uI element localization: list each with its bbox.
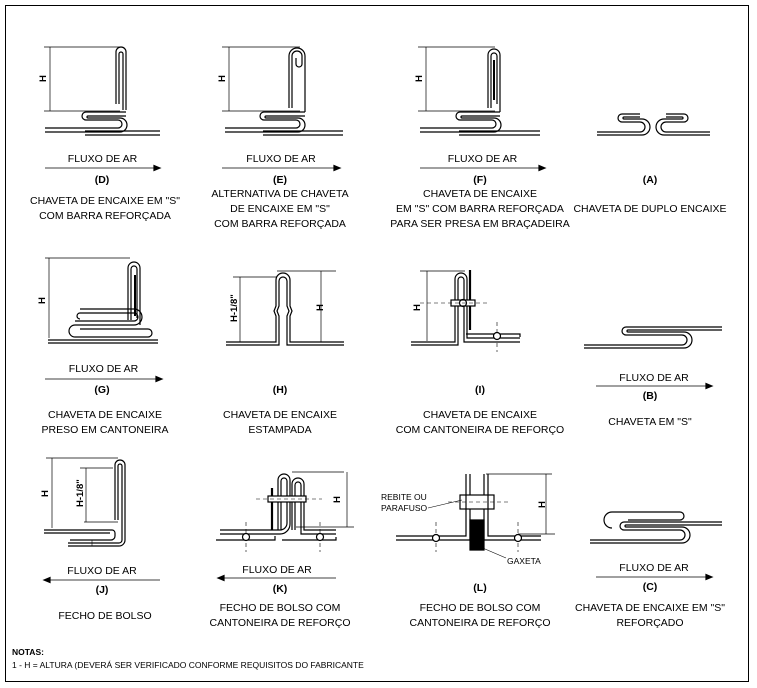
desc-d: CHAVETA DE ENCAIXE EM "S" COM BARRA REFO… [29,195,180,222]
code-l: (L) [473,582,487,594]
dim-h-e: H [217,75,228,82]
code-d: (D) [94,174,110,186]
flow-label-j: FLUXO DE AR [67,565,137,577]
code-e: (E) [273,174,287,186]
flow-label-k: FLUXO DE AR [242,564,312,576]
desc-c: CHAVETA DE ENCAIXE EM "S" REFORÇADO [574,602,725,629]
desc-h: CHAVETA DE ENCAIXE ESTAMPADA [223,409,337,436]
desc-k: FECHO DE BOLSO COM CANTONEIRA DE REFORÇO [209,602,351,629]
dim-h-k: H [332,496,343,503]
code-b: (B) [642,390,658,402]
flow-label-b: FLUXO DE AR [619,372,689,384]
dim-h-j: H [40,490,51,497]
code-i: (I) [475,384,485,396]
dim-h-minus-h: H-1/8" [229,294,240,322]
code-c: (C) [642,581,658,593]
dim-h-f: H [414,75,425,82]
desc-e: ALTERNATIVA DE CHAVETA DE ENCAIXE EM "S"… [211,188,349,230]
code-a: (A) [642,174,658,186]
desc-l: FECHO DE BOLSO COM CANTONEIRA DE REFORÇO [409,602,551,629]
dim-h-g: H [37,297,48,304]
desc-g: CHAVETA DE ENCAIXE PRESO EM CANTONEIRA [41,409,169,436]
code-j: (J) [95,584,109,596]
dim-h-h: H [315,304,326,311]
callout-gasket: GAXETA [507,556,541,566]
notes-title: NOTAS: [12,647,44,657]
dim-h-l: H [537,501,548,508]
dim-h-i: H [412,304,423,311]
desc-j: FECHO DE BOLSO [58,610,152,622]
callout-rivet: REBITE OU PARAFUSO [381,492,428,513]
flow-label-d: FLUXO DE AR [67,153,138,165]
flow-label-e: FLUXO DE AR [246,153,316,165]
flow-label-c: FLUXO DE AR [619,562,689,574]
code-k: (K) [272,583,288,595]
code-h: (H) [272,384,288,396]
flow-label-g: FLUXO DE AR [68,363,139,375]
drawing-frame [5,5,749,682]
code-g: (G) [94,384,110,396]
dim-h-d: H [38,75,49,82]
desc-a: CHAVETA DE DUPLO ENCAIXE [573,203,727,215]
dim-h-minus-j: H-1/8" [75,479,86,507]
desc-b: CHAVETA EM "S" [608,416,692,428]
desc-i: CHAVETA DE ENCAIXE COM CANTONEIRA DE REF… [395,409,565,436]
desc-f: CHAVETA DE ENCAIXE EM "S" COM BARRA REFO… [390,188,570,230]
code-f: (F) [473,174,487,186]
notes-item: 1 - H = ALTURA (DEVERÁ SER VERIFICADO CO… [12,660,364,670]
flow-label-f: FLUXO DE AR [447,153,518,165]
